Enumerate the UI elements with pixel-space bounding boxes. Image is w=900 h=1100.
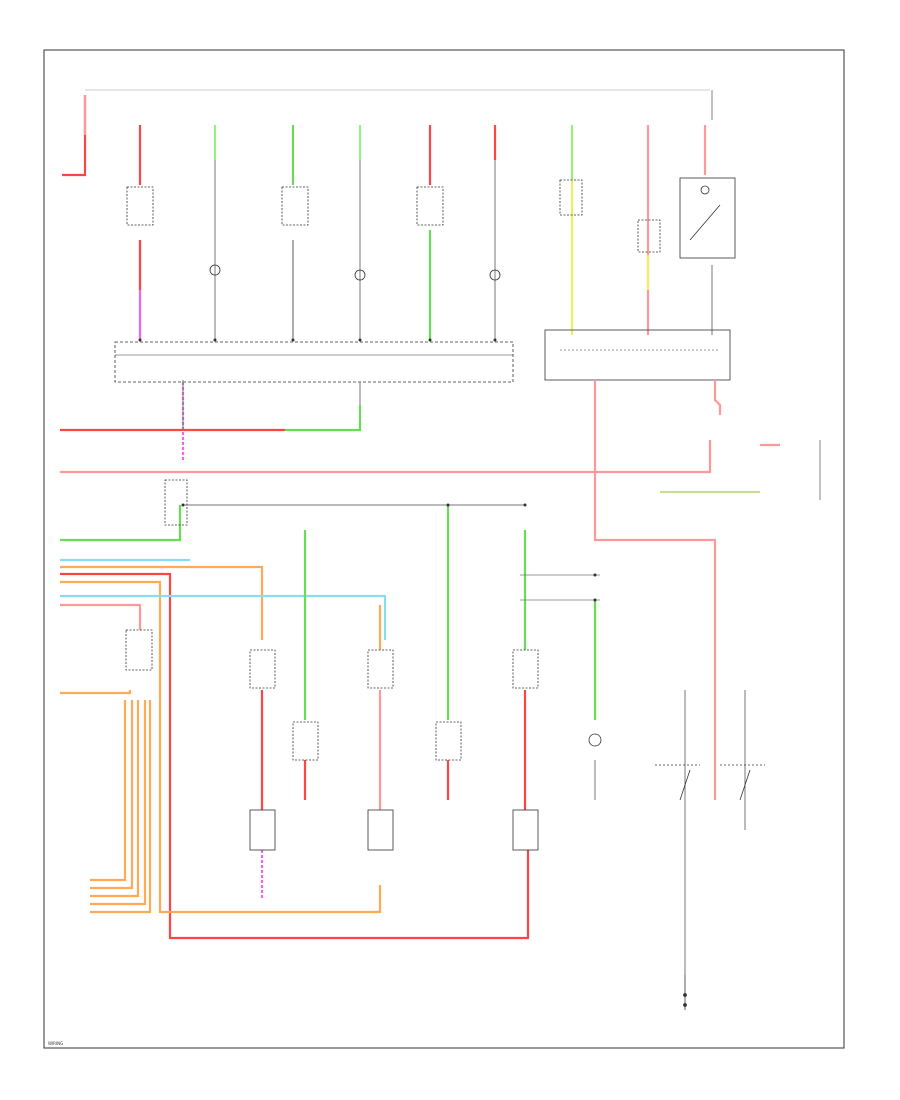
door-switch-2 [739,769,751,801]
lower-component-a2 [292,721,319,761]
footer-code: WIRING [48,1041,63,1046]
top-components [126,177,736,281]
door-switch-1 [679,769,691,801]
harness-orange-3 [60,690,132,695]
lower-component-c2 [435,721,462,761]
top-connector-bar [114,341,514,383]
harness-orange-2 [60,580,382,914]
lower-component-a1 [249,649,276,689]
harness-cyan-2 [60,594,387,640]
diagram-frame [43,49,845,1049]
lower-component-d1 [512,649,539,689]
component-1 [126,186,154,226]
harness-orange-1 [60,565,264,640]
junction-dots [138,338,597,602]
lower-left-module [125,629,153,671]
bus-pink-right [593,380,717,800]
component-4 [559,179,583,216]
middle-buses [60,380,821,800]
top-feed-wires [62,89,713,340]
lower-component-b1 [367,649,394,689]
lower-components [125,629,765,1007]
feed-wire-1 [62,95,87,177]
top-right-module [544,329,731,381]
component-3 [416,186,444,226]
ground-1 [683,993,687,997]
harness-red-main [60,572,530,940]
junction-left [164,479,188,526]
bus-green-left [60,505,182,542]
lower-lamp-e [588,733,602,747]
lamp-3 [489,269,501,281]
ground-2 [683,1003,687,1007]
lower-wires [60,505,746,1010]
lower-switch-b [367,809,394,851]
bus-pink-long [60,440,712,474]
lamp-1 [209,264,221,276]
component-2 [281,186,309,226]
lower-switch-d [512,809,539,851]
harness-pink-1 [60,603,142,630]
component-5 [637,219,661,253]
lower-switch-a [249,809,276,851]
component-6 [679,177,736,259]
lamp-2 [354,269,366,281]
